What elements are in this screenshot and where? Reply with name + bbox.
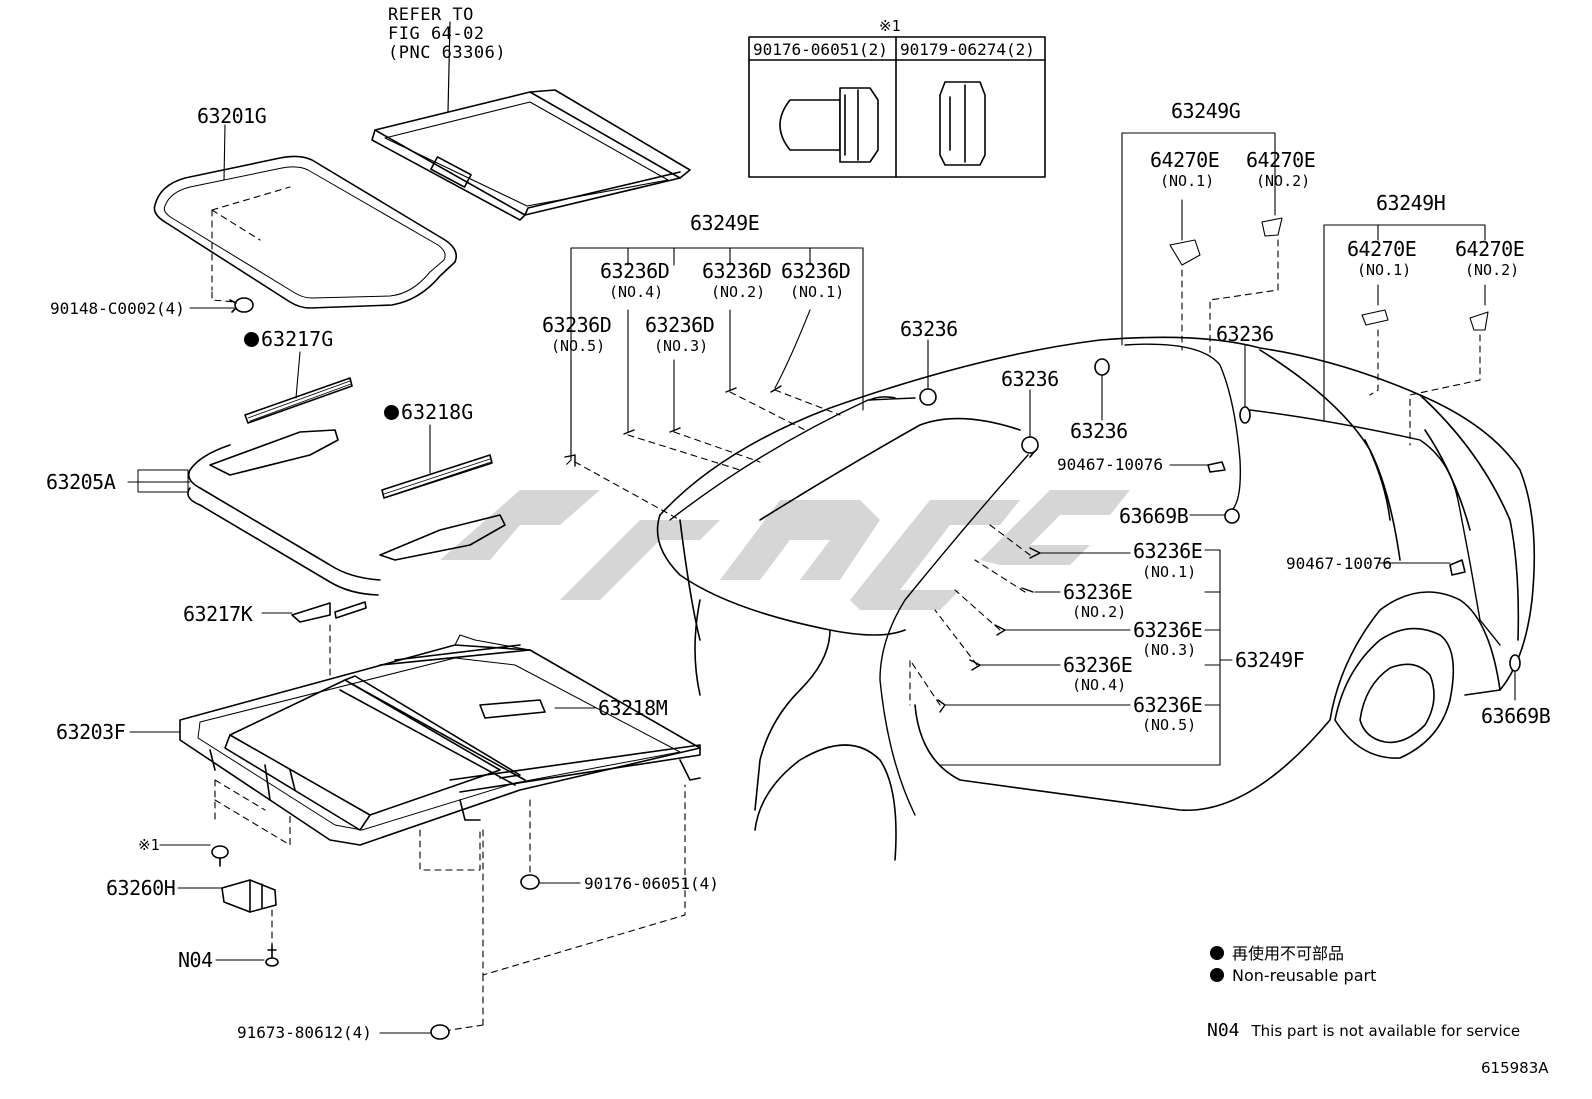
drip-channel-63205A	[127, 429, 506, 596]
sunroof-frame-63203F	[129, 634, 701, 1026]
legend-n04-code: N04	[1207, 1020, 1240, 1041]
figure-id: 615983A	[1481, 1059, 1549, 1077]
legend-jp: 再使用不可部品	[1210, 940, 1344, 964]
label-63218M: 63218M	[598, 696, 668, 720]
label-mark1: ※1	[138, 836, 160, 854]
label-63236E-no4-sub: (NO.4)	[1072, 676, 1127, 694]
label-N04: N04	[178, 948, 213, 972]
label-63236D-no1: 63236D	[781, 259, 851, 283]
label-63236-a: 63236	[900, 317, 958, 341]
label-63236D-no5-sub: (NO.5)	[551, 337, 606, 355]
legend-en: Non-reusable part	[1210, 966, 1376, 985]
label-64270E-g1-sub: (NO.1)	[1160, 172, 1215, 190]
label-63203F: 63203F	[56, 720, 126, 744]
label-90148: 90148-C0002(4)	[50, 299, 185, 318]
label-64270E-h2-sub: (NO.2)	[1465, 261, 1520, 279]
nonreusable-dot	[384, 405, 399, 420]
sunroof-glass	[153, 124, 458, 309]
label-63249F: 63249F	[1235, 648, 1305, 672]
label-63236E-no3: 63236E	[1133, 618, 1203, 642]
label-63236D-no3: 63236D	[645, 313, 715, 337]
nonreusable-dot	[1210, 946, 1224, 960]
label-64270E-g2: 64270E	[1246, 148, 1316, 172]
label-63217G: 63217G	[244, 328, 333, 350]
label-64270E-h1-sub: (NO.1)	[1357, 261, 1412, 279]
bolt-91673	[379, 1024, 484, 1040]
label-63669B-a: 63669B	[1119, 504, 1189, 528]
table-col2: 90179-06274(2)	[900, 40, 1035, 59]
label-63260H: 63260H	[106, 876, 176, 900]
label-64270E-g1: 64270E	[1150, 148, 1220, 172]
label-63236D-no4: 63236D	[600, 259, 670, 283]
label-63236E-no1: 63236E	[1133, 539, 1203, 563]
seal-63218G	[381, 424, 493, 499]
refer-line1: REFER TO	[388, 5, 474, 25]
bracket-63249E	[564, 247, 864, 521]
label-63236E-no1-sub: (NO.1)	[1142, 563, 1197, 581]
label-63249G: 63249G	[1171, 99, 1241, 123]
label-64270E-h2: 64270E	[1455, 237, 1525, 261]
label-63236D-no2-sub: (NO.2)	[711, 283, 766, 301]
label-64270E-g2-sub: (NO.2)	[1256, 172, 1311, 190]
label-63236E-no4: 63236E	[1063, 653, 1133, 677]
grommets	[919, 358, 1521, 672]
label-63236D-no1-sub: (NO.1)	[790, 283, 845, 301]
deflector-63217K	[261, 601, 367, 676]
bracket-63249F	[909, 524, 1233, 766]
nonreusable-dot	[244, 332, 259, 347]
label-63236-c: 63236	[1070, 419, 1128, 443]
watermark-logo	[440, 490, 1130, 610]
legend-n04: N04 This part is not available for servic…	[1207, 1020, 1520, 1041]
table-mark: ※1	[879, 17, 901, 35]
label-63236D-no3-sub: (NO.3)	[654, 337, 709, 355]
label-63236E-no5-sub: (NO.5)	[1142, 716, 1197, 734]
motor-63260H	[177, 879, 277, 946]
nonreusable-dot	[1210, 968, 1224, 982]
label-63236-b: 63236	[1001, 367, 1059, 391]
label-63236-d: 63236	[1216, 322, 1274, 346]
label-91673: 91673-80612(4)	[237, 1023, 372, 1042]
label-63218G: 63218G	[384, 401, 473, 423]
label-63236D-no2: 63236D	[702, 259, 772, 283]
bracket-63249H	[1323, 224, 1489, 446]
label-64270E-h1: 64270E	[1347, 237, 1417, 261]
label-90467-a: 90467-10076	[1057, 455, 1163, 474]
label-63249E: 63249E	[690, 211, 760, 235]
bracket-63249G	[1121, 132, 1283, 356]
label-63236E-no2: 63236E	[1063, 580, 1133, 604]
label-63236D-no5: 63236D	[542, 313, 612, 337]
refer-line2: FIG 64-02	[388, 24, 485, 44]
sunshade-panel	[371, 21, 691, 221]
table-col1: 90176-06051(2)	[753, 40, 888, 59]
label-90176: 90176-06051(4)	[584, 874, 719, 893]
seal-63217G	[244, 351, 353, 424]
fastener-mark1	[159, 844, 229, 867]
label-63205A: 63205A	[46, 470, 116, 494]
car-body	[656, 336, 1536, 861]
legend-n04-text: This part is not available for service	[1251, 1022, 1521, 1040]
label-63669B-b: 63669B	[1481, 704, 1551, 728]
label-63201G: 63201G	[197, 104, 267, 128]
nut-90176	[520, 874, 581, 890]
fastener-table	[748, 36, 1046, 178]
label-63236E-no2-sub: (NO.2)	[1072, 603, 1127, 621]
refer-line3: (PNC 63306)	[388, 43, 507, 63]
label-63236E-no3-sub: (NO.3)	[1142, 641, 1197, 659]
label-63249H: 63249H	[1376, 191, 1446, 215]
bolt-90148	[189, 291, 254, 313]
screw-N04	[215, 944, 279, 967]
label-63236E-no5: 63236E	[1133, 693, 1203, 717]
label-63236D-no4-sub: (NO.4)	[609, 283, 664, 301]
label-90467-b: 90467-10076	[1286, 554, 1392, 573]
clip-leaders	[927, 339, 1516, 701]
label-63217K: 63217K	[183, 602, 253, 626]
